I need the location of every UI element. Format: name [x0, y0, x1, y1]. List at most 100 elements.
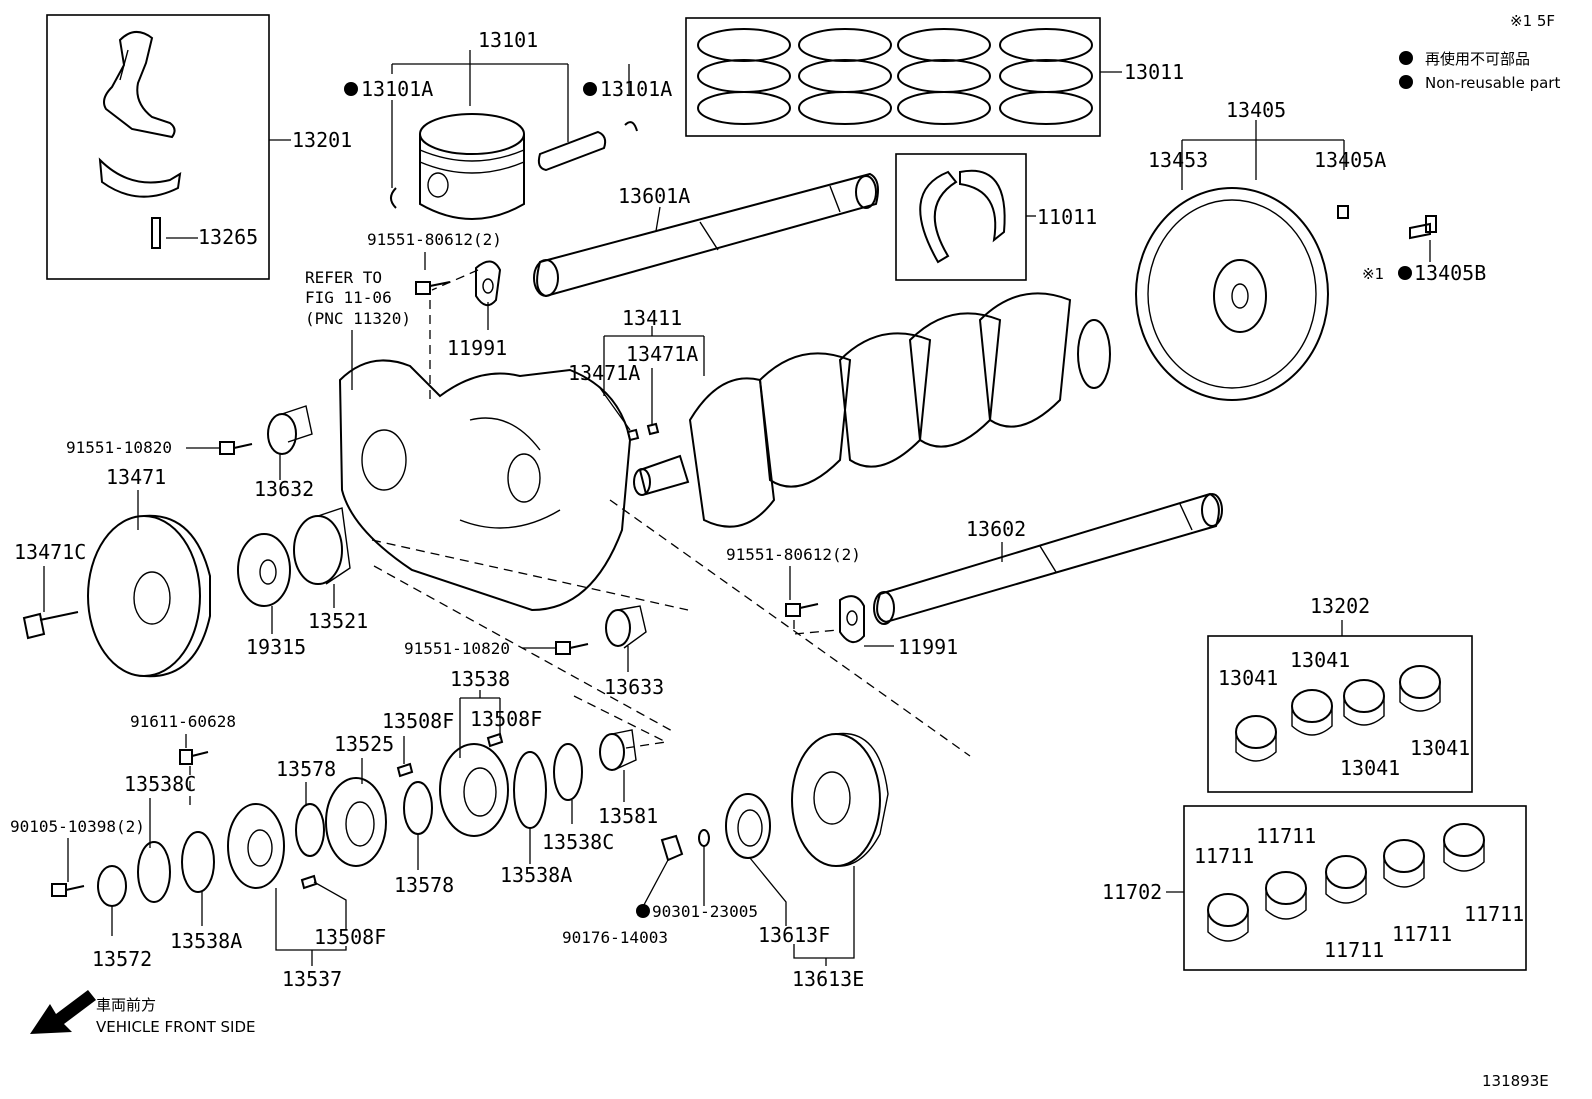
label-13538: 13538: [450, 667, 510, 691]
main-bearing-group: 11702 11711 11711 11711 11711 11711: [1102, 805, 1527, 971]
crank-web-5: [978, 292, 1072, 428]
leader-13537: [275, 888, 347, 966]
crankshaft-keys: [626, 422, 660, 442]
ring-set-2: [798, 28, 892, 125]
label-91551-80612-bottom: 91551-80612(2): [726, 545, 861, 564]
flywheel-group: 13405 13453 13405A ※1 13405B: [1135, 98, 1486, 401]
oil-pump-rotor: [361, 429, 407, 491]
front-arrow-icon: [30, 990, 96, 1034]
label-13101A-right: 13101A: [600, 77, 672, 101]
crankshaft-nose: [633, 468, 651, 496]
plug-group: 90301-23005 90176-14003: [562, 829, 758, 947]
assembly-line: [429, 269, 479, 404]
idler-top-group: 91551-10820 13632: [66, 405, 314, 501]
label-13508F-a: 13508F: [470, 707, 542, 731]
timing-gear-13538: [439, 743, 509, 837]
crank-web-4: [908, 312, 1002, 448]
timing-case-group: [338, 359, 971, 757]
refer-note-line3: (PNC 11320): [305, 309, 411, 328]
connecting-rod-group: 13201 13265: [46, 14, 352, 280]
gear-13537-group: 13508F 13537: [227, 803, 386, 991]
label-13508F-b: 13508F: [382, 709, 454, 733]
balance-shaft-1-journals: [699, 185, 841, 251]
piston-pin: [537, 130, 607, 172]
bolt-90105-10398: [51, 883, 85, 897]
label-13471A-a: 13471A: [626, 342, 698, 366]
timing-sprocket-group: 19315 13521: [237, 507, 368, 659]
balance-shaft-2-end: [873, 591, 895, 625]
crank-gear-13521: [293, 515, 343, 585]
label-11711-e: 11711: [1464, 902, 1524, 926]
label-13525: 13525: [334, 732, 394, 756]
timing-gear-group: 13538 13508F 13508F 13538A 13538C 13581: [382, 667, 669, 887]
assembly-line: [573, 695, 669, 749]
label-13202: 13202: [1310, 594, 1370, 618]
main-bearing-shell: [1265, 888, 1307, 920]
rod-bearing-shell: [1399, 682, 1441, 712]
gear-pin: [396, 762, 414, 778]
crank-sprocket-19315-hole: [259, 559, 277, 585]
piston-crown: [419, 113, 525, 155]
rod-bearing-shell: [1343, 696, 1385, 726]
gear-13525-group: 13525 13578 13578: [276, 732, 454, 897]
balance-shaft-1-end: [533, 259, 559, 297]
idler-gear-13632: [267, 413, 297, 455]
connecting-rod-detail: [119, 49, 129, 81]
ring-set-4: [999, 28, 1093, 125]
refer-note-line2: FIG 11-06: [305, 288, 392, 307]
label-13578-b: 13578: [394, 873, 454, 897]
refer-note-line1: REFER TO: [305, 268, 382, 287]
label-13538A-a: 13538A: [170, 929, 242, 953]
label-91551-10820-top: 91551-10820: [66, 438, 172, 457]
leader-13508F-c: [313, 881, 347, 930]
snap-ring-13538C-left: [137, 841, 171, 903]
gear-13525-hub: [345, 801, 375, 847]
label-13471A-b: 13471A: [568, 361, 640, 385]
gear-pin: [300, 874, 318, 890]
piston-group: 13101 13101A 13101A: [344, 28, 672, 220]
label-19315: 19315: [246, 635, 306, 659]
piston-snap-ring-left: [390, 187, 397, 209]
gear-pin: [486, 732, 504, 748]
label-11702: 11702: [1102, 880, 1162, 904]
plug-90176-14003: [660, 834, 684, 862]
rod-bearing: [1343, 679, 1385, 713]
rod-bearing: [1235, 715, 1277, 749]
oil-seal-13613F-lip: [737, 809, 763, 847]
gear-plate-13537: [227, 803, 285, 889]
connecting-rod-cap: [98, 157, 182, 198]
crank-pulley-bolt: [22, 611, 79, 640]
label-13632: 13632: [254, 477, 314, 501]
thrust-washer-group: 11011: [895, 153, 1097, 281]
balance-shaft-1-group: 13601A: [533, 172, 879, 298]
idler-gear-13633: [605, 609, 631, 647]
crank-sprocket-19315: [237, 533, 291, 607]
label-13411: 13411: [622, 306, 682, 330]
label-13405B: 13405B: [1414, 261, 1486, 285]
oil-nozzle-13581: [599, 733, 625, 771]
label-13538C-b: 13538C: [542, 830, 614, 854]
label-13613E: 13613E: [792, 967, 864, 991]
refer-note: REFER TO FIG 11-06 (PNC 11320): [305, 268, 411, 390]
label-13041-b: 13041: [1290, 648, 1350, 672]
timing-case: [338, 359, 632, 612]
label-13613F: 13613F: [758, 923, 830, 947]
crank-pulley-face: [87, 515, 201, 677]
spacer-13578-a: [295, 803, 325, 857]
rod-bearing-shell: [1235, 732, 1277, 762]
flywheel-hub: [1213, 259, 1267, 333]
non-reusable-dot-icon: [1398, 266, 1412, 280]
legend-en-text: Non-reusable part: [1425, 74, 1560, 92]
balance-shaft-1-end: [855, 175, 877, 209]
balance-shaft-1: [536, 172, 879, 298]
rod-bearing-shell: [1291, 706, 1333, 736]
label-11711-d: 11711: [1392, 922, 1452, 946]
label-11991-top: 11991: [447, 336, 507, 360]
leader-13101: [391, 50, 630, 142]
rod-bearing: [1399, 665, 1441, 699]
connecting-rod-bolt: [151, 217, 161, 249]
seal-plate-top-group: 91551-80612(2) 11991: [367, 230, 507, 404]
label-13602: 13602: [966, 517, 1026, 541]
seal-plate-bottom-hole: [846, 610, 858, 626]
piston-snap-ring-right: [624, 121, 638, 132]
